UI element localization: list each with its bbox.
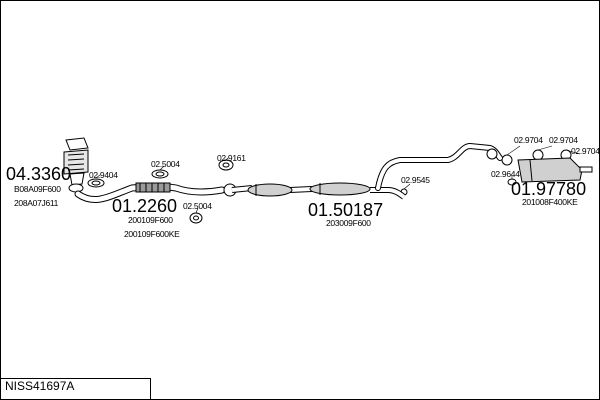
part-clamp-mid: 02.9545 <box>401 175 430 185</box>
part-hanger-rear-2: 02.9704 <box>549 135 578 145</box>
rear-pipe-drawing <box>375 142 503 191</box>
front-cat-ref-1: B08A09F600 <box>14 184 61 194</box>
front-pipe-ref-1: 200109F600 <box>128 215 173 225</box>
part-gasket-rear: 02.9644 <box>491 169 520 179</box>
rear-ref-1: 201008F400KE <box>522 197 578 207</box>
part-hanger-rear-3: 02.9704 <box>571 146 600 156</box>
front-cat-number: 04.3360 <box>6 164 72 184</box>
middle-number: 01.50187 <box>308 200 384 220</box>
front-pipe-drawing <box>74 182 226 203</box>
part-gasket-flex: 02.5004 <box>151 159 180 169</box>
middle-muffler-drawing <box>231 182 406 200</box>
front-cat-ref-2: 208A07J611 <box>14 198 59 208</box>
rear-number: 01.97780 <box>511 179 587 199</box>
kit-code-label: NISS41697A <box>5 379 75 393</box>
middle-ref-1: 203009F600 <box>326 218 371 228</box>
part-gasket-flange: 02.9161 <box>217 153 246 163</box>
part-mount-front: 02.5004 <box>183 201 212 211</box>
part-gasket-front: 02.9404 <box>89 170 118 180</box>
part-hanger-rear-1: 02.9704 <box>514 135 543 145</box>
front-pipe-number: 01.2260 <box>112 196 178 216</box>
front-pipe-ref-2: 200109F600KE <box>124 229 180 239</box>
rear-muffler-drawing <box>517 157 593 183</box>
leader-lines <box>95 145 581 214</box>
catalytic-converter-drawing <box>63 137 89 193</box>
